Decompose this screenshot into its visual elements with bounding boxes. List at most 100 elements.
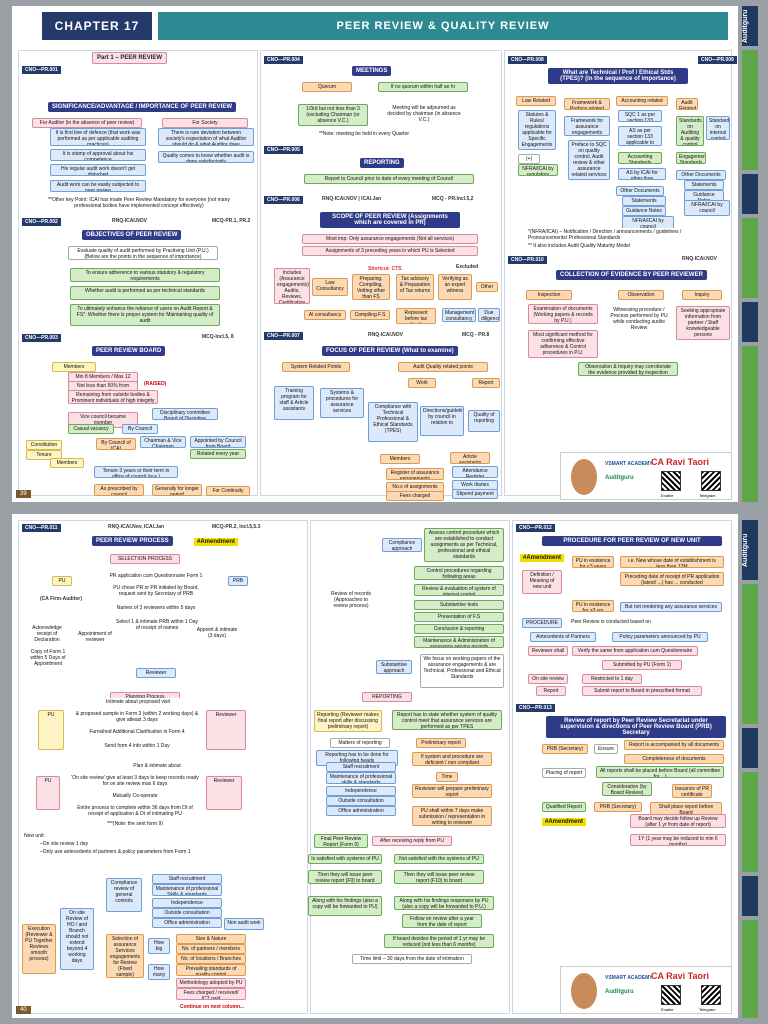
- focus-point: Training program for staff & Article ass…: [274, 386, 314, 420]
- section-title-board: PEER REVIEW BOARD: [92, 346, 166, 356]
- qr-code-telegram[interactable]: [701, 985, 721, 1005]
- focus-point: Compliance with Technical Professional &…: [368, 402, 418, 442]
- cno-label: CNO—PR.013: [516, 704, 555, 712]
- reporting-point: If board decides the period of 1 yr may …: [384, 934, 494, 948]
- qr-code-enable[interactable]: [661, 985, 681, 1005]
- board-point: Disciplinary committee Board of Discipli…: [152, 408, 218, 420]
- page-number: 40: [16, 1006, 31, 1014]
- side-tab[interactable]: [742, 584, 758, 724]
- new-unit-point: Peer Review is conducted based on: [566, 618, 656, 626]
- section-title-objectives: OBJECTIVES OF PEER REVIEW: [82, 230, 182, 240]
- selection-step: Appoint & intimate (3 days): [192, 626, 242, 640]
- reporting-point: PU shall within 7 days make submission /…: [412, 806, 492, 826]
- excluded-label: Excluded: [456, 264, 479, 270]
- society-point: Quality comes to know whether audit is d…: [158, 151, 254, 163]
- meeting-point: 1/3rd but not less than 3 (excluding Cha…: [298, 104, 368, 126]
- board-point: Casual vacancy: [68, 424, 114, 434]
- board-point: Generally for longer period: [152, 484, 202, 496]
- visit-heading: Plan & intimate about: [102, 762, 212, 770]
- author-photo: [571, 973, 597, 1009]
- cno-label: CNO—PR.004: [264, 56, 303, 64]
- tpes-point: Statutes & Rules/ regulations applicable…: [518, 110, 556, 150]
- board-point: By Council of ICAI: [96, 438, 136, 450]
- chapter-title: PEER REVIEW & QUALITY REVIEW: [158, 12, 728, 40]
- rnq-label: RNQ-ICAI.NOV: [368, 332, 403, 338]
- selection-step: Select 1 & intimate PRB within 1 Day of …: [112, 618, 202, 632]
- review-step: Qualified Report: [542, 802, 586, 812]
- review-step: Report is accompanied by all documents: [624, 740, 724, 750]
- board-point: For Continuity: [206, 486, 250, 496]
- time-limit: Time limit – 30 days from the date of in…: [352, 954, 472, 964]
- tpes-point: Statements: [622, 196, 666, 206]
- society-heading: For Society: [162, 118, 248, 128]
- section-title-significance: SIGNIFICANCE/ADVANTAGE / IMPORTANCE OF P…: [48, 102, 237, 112]
- scope-point: Assignments of 3 preceding years in whic…: [302, 246, 478, 256]
- review-step: Ensure: [594, 744, 618, 754]
- cno-label: CNO—PR.007: [264, 332, 303, 340]
- cno-label: CNO—PR.003: [22, 334, 61, 342]
- side-tab-auditguru[interactable]: Auditguru: [742, 6, 758, 46]
- board-point: Appointed by Council from Board: [190, 436, 246, 448]
- author-name: CA Ravi Taori: [651, 457, 710, 467]
- auditor-point: His regular audit work doesn't get distu…: [50, 164, 146, 176]
- brand-vsmart: VSMART ACADEMY: [605, 461, 653, 467]
- reporting-point: Not satisfied with the systems of PU: [394, 854, 484, 864]
- evidence-point: Most significant method for confirming e…: [528, 330, 598, 358]
- side-tab[interactable]: [742, 346, 758, 502]
- section-title-tpes: What are Technical / Prof / Ethical Stds…: [548, 68, 688, 84]
- qr-code-telegram[interactable]: [701, 471, 721, 491]
- side-tab[interactable]: [742, 218, 758, 298]
- cno-label: CNO—PR.006: [264, 196, 303, 204]
- side-tab[interactable]: [742, 920, 758, 1018]
- side-tab[interactable]: [742, 302, 758, 342]
- side-tab[interactable]: [742, 772, 758, 872]
- visit-reviewer: Reviewer: [206, 776, 242, 810]
- side-tab[interactable]: [742, 728, 758, 768]
- scope-excluded-item: Preparing, Compiling, Vetting other than…: [352, 274, 390, 300]
- section-title-review-report: Review of report by Peer Review Secretar…: [546, 716, 726, 738]
- procedure-label: PROCEDURE: [522, 618, 562, 628]
- reporting-point: Then they will issue peer review report …: [394, 870, 484, 884]
- reporting-head: Outside consultation: [326, 796, 396, 806]
- part-heading: Part 1 – PEER REVIEW: [92, 52, 168, 64]
- focus-point: Stipend payment: [452, 489, 498, 499]
- review-step: Completeness of documents: [624, 754, 724, 764]
- author-photo: [571, 459, 597, 495]
- scope-excluded-item: Compiling F.S: [350, 310, 390, 320]
- scope-excluded-item: Tax advisory & Preparation of Tax return…: [396, 274, 434, 300]
- records-item: Substantive tests: [414, 600, 504, 610]
- promo-banner: VSMART ACADEMY Auditguru CA Ravi Taori E…: [560, 966, 732, 1014]
- cno-label: CNO—PR.012: [516, 524, 555, 532]
- side-tab[interactable]: [742, 174, 758, 214]
- brand-auditguru: Auditguru: [605, 989, 634, 995]
- evidence-inspection: Inspection: [526, 290, 572, 300]
- tpes-point: Guidance Notes: [622, 206, 666, 216]
- reporting-point: Then they will issue peer review report …: [308, 870, 382, 884]
- substantive-approach: Substantive approach: [376, 660, 412, 674]
- reporting-point: Report to Council prior to date of every…: [304, 174, 474, 184]
- side-tab-auditguru[interactable]: Auditguru: [742, 520, 758, 580]
- sampling-factor: Fees charged / received/ ICT paid: [176, 988, 246, 1000]
- continue-note: Continue on next column...: [180, 1004, 245, 1010]
- sampling-factor: Methodology adopted by PU: [176, 978, 246, 988]
- new-unit-point: i.e. New whose date of establishment is …: [620, 556, 724, 568]
- evidence-point: Witnessing procedure / Process performed…: [608, 306, 670, 340]
- tpes-point: Framework for assurance engagements: [564, 116, 610, 136]
- compliance-approach: Compliance approach: [382, 538, 422, 552]
- cno-label: CNO—PR.001: [22, 66, 61, 74]
- review-step: PRB (Secretary): [542, 744, 588, 754]
- qr-code-enable[interactable]: [661, 471, 681, 491]
- side-tab[interactable]: [742, 50, 758, 170]
- section-title-new-unit: PROCEDURE FOR PEER REVIEW OF NEW UNIT: [542, 536, 722, 546]
- review-step: Placing of report: [542, 768, 586, 778]
- planning-step: & proposed sample in Form 3 (within 2 wo…: [72, 710, 202, 724]
- cno-label: CNO—PR.009: [698, 56, 737, 64]
- focus-point: Directions/guidelines by council in rela…: [420, 406, 464, 436]
- new-unit-point: But not rendering any assurance services: [620, 602, 722, 612]
- tpes-point: Other Documents: [616, 186, 664, 196]
- board-point: Rotated every year: [190, 449, 246, 459]
- final-report: Final Peer Review Report (Form 9): [314, 834, 368, 848]
- tpes-point: Standards on internal control: [706, 116, 730, 140]
- side-tab[interactable]: [742, 876, 758, 916]
- reporting-head: Staff recruitment: [326, 762, 396, 772]
